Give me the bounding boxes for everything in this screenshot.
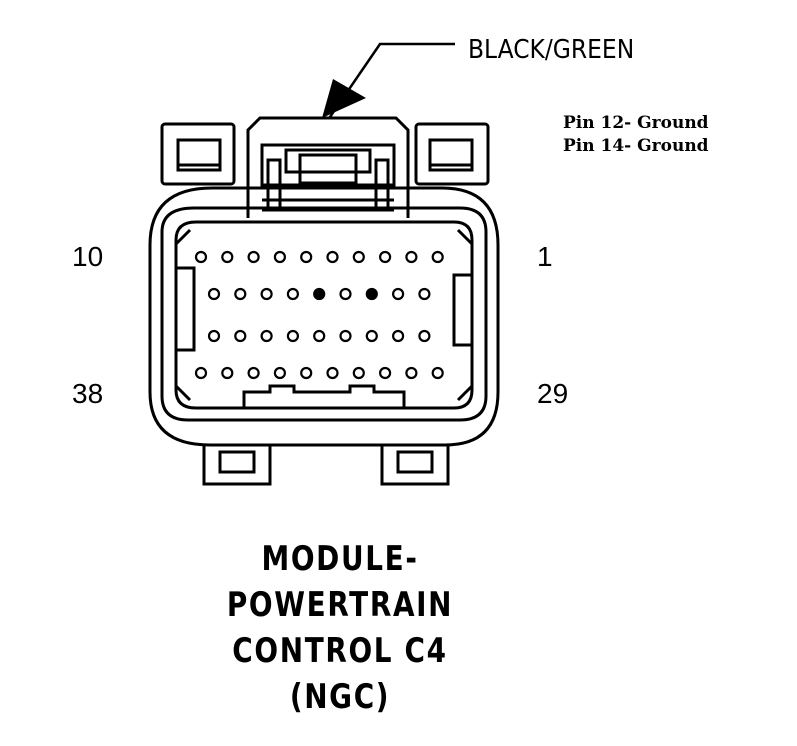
arrowhead-icon [322, 79, 366, 118]
pin-cavity [221, 366, 234, 380]
connector-title: MODULE- POWERTRAIN CONTROL C4 (NGC) [192, 536, 487, 720]
pin-cavity [418, 329, 431, 343]
pin-cavity [326, 250, 339, 264]
pin-cavity [221, 250, 234, 264]
pin-label-1: 1 [537, 241, 553, 272]
pin-cavity [207, 329, 221, 343]
pin-label-29: 29 [537, 378, 568, 409]
pin-cavity [392, 329, 405, 343]
pin-cavity [431, 250, 444, 264]
title-line-4: (NGC) [289, 677, 391, 717]
pin-cavity [365, 329, 378, 343]
note-line-1: Pin 12- Ground [563, 113, 709, 133]
pin-cavity [326, 366, 339, 380]
pin-cavity [418, 287, 431, 301]
pin-cavity [300, 250, 313, 264]
pin-cavity [300, 366, 313, 380]
pin-cavity [405, 366, 418, 380]
pin-grid [194, 250, 444, 380]
pin-cavity [260, 329, 273, 343]
pin-occupied [365, 287, 378, 301]
pin-cavity [273, 250, 286, 264]
pin-cavity [352, 366, 365, 380]
pin-cavity [313, 329, 326, 343]
pin-cavity [431, 366, 444, 380]
wire-color-label: BLACK/GREEN [468, 35, 634, 65]
pin-cavity [260, 287, 273, 301]
pin-cavity [352, 250, 365, 264]
pin-cavity [194, 366, 208, 380]
title-line-3: CONTROL C4 [232, 631, 448, 671]
pin-label-10: 10 [72, 241, 103, 272]
pin-occupied [313, 287, 326, 301]
pin-cavity [273, 366, 286, 380]
pin-cavity [286, 329, 299, 343]
pin-cavity [339, 329, 352, 343]
ground-notes: Pin 12- Ground Pin 14- Ground [563, 112, 709, 158]
pin-cavity [194, 250, 208, 264]
note-line-2: Pin 14- Ground [563, 136, 709, 156]
pin-cavity [247, 366, 260, 380]
pin-cavity [234, 287, 247, 301]
pin-cavity [405, 250, 418, 264]
pin-label-38: 38 [72, 378, 103, 409]
wire-pointer [328, 42, 455, 118]
pin-cavity [379, 250, 392, 264]
pin-cavity [207, 287, 221, 301]
pin-cavity [234, 329, 247, 343]
title-line-1: MODULE- [261, 539, 419, 579]
connector-housing [148, 116, 500, 486]
title-line-2: POWERTRAIN [226, 585, 454, 625]
pin-cavity [392, 287, 405, 301]
pin-cavity [286, 287, 299, 301]
pin-cavity [379, 366, 392, 380]
pin-cavity [339, 287, 352, 301]
pin-cavity [247, 250, 260, 264]
